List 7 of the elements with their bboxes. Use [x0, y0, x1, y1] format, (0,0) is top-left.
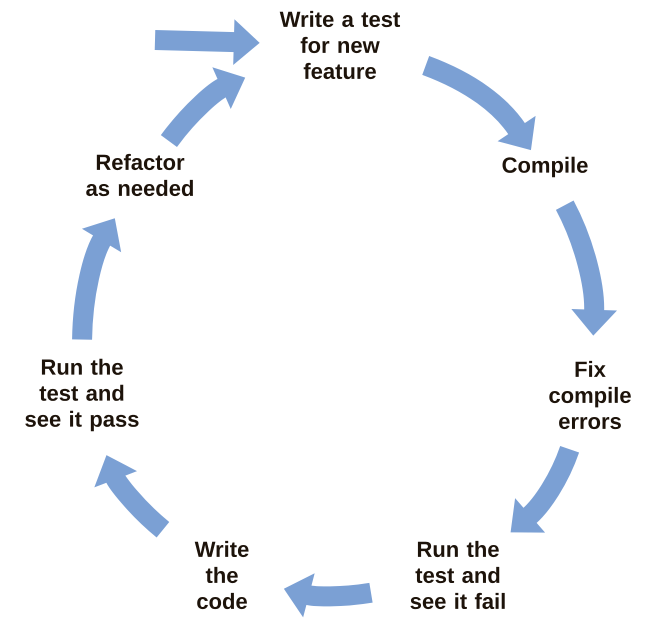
step-label: Fix compile errors: [549, 360, 631, 430]
step-label: Run the test and see it fail: [410, 540, 505, 610]
step-label: Write a test for new feature: [280, 10, 400, 80]
step-label: Compile: [502, 156, 588, 178]
step-label: Refactor as needed: [86, 154, 193, 196]
step-label: Run the test and see it pass: [25, 358, 139, 432]
step-label: Write the code: [194, 540, 249, 610]
